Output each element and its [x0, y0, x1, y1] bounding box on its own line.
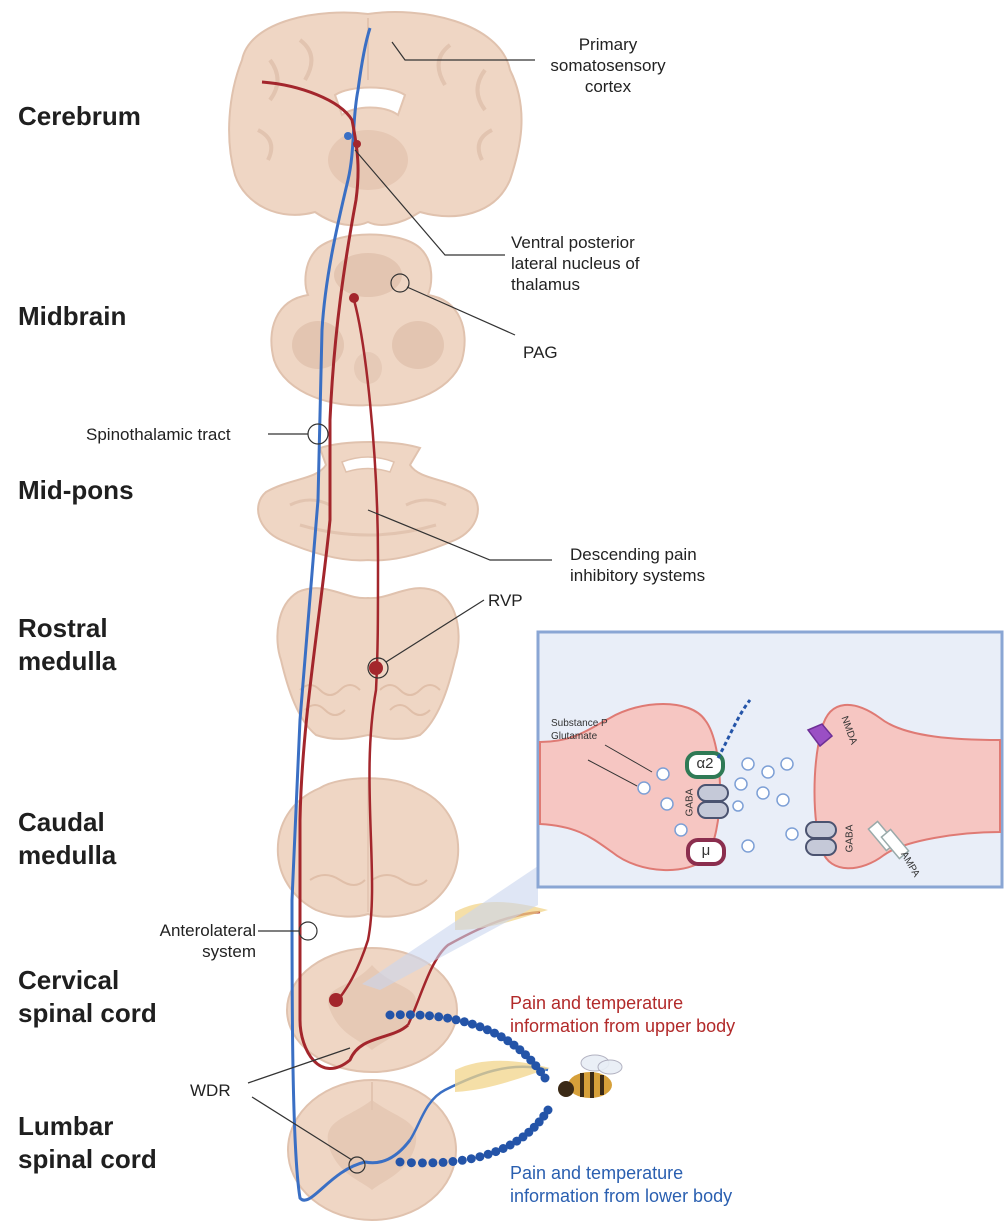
annotation-text: inhibitory systems [570, 565, 770, 586]
venom-bead [544, 1106, 553, 1115]
gaba-pre-label: GABA [683, 789, 696, 817]
annotation-text: Primary [548, 34, 668, 55]
synapse-inset [538, 632, 1002, 887]
ascending-pathway-upper-body [262, 82, 408, 1069]
cerebrum-section [229, 12, 521, 225]
annotation-lower-body: Pain and temperature information from lo… [510, 1162, 790, 1208]
label-cerebrum: Cerebrum [18, 100, 141, 133]
annotation-pag: PAG [523, 342, 558, 363]
venom-bead [443, 1014, 452, 1023]
venom-bead [425, 1011, 434, 1020]
venom-bead [428, 1158, 437, 1167]
venom-bead [416, 1011, 425, 1020]
annotation-text: Ventral posterior [511, 232, 691, 253]
annotation-anterolateral: Anterolateral system [128, 920, 256, 962]
venom-bead [484, 1150, 493, 1159]
annotation-text: information from upper body [510, 1015, 790, 1038]
venom-bead [407, 1158, 416, 1167]
label-lumbar-2: spinal cord [18, 1143, 157, 1176]
annotation-text: Substance P [551, 717, 608, 730]
venom-bead [467, 1154, 476, 1163]
annotation-descending: Descending pain inhibitory systems [570, 544, 770, 586]
venom-bead [396, 1158, 405, 1167]
annotation-rvp: RVP [488, 590, 523, 611]
annotation-wdr: WDR [190, 1080, 231, 1101]
annotation-text: system [128, 941, 256, 962]
alpha2-receptor-label: α2 [687, 755, 723, 772]
label-midbrain: Midbrain [18, 300, 126, 333]
venom-bead [460, 1017, 469, 1026]
label-cervical-1: Cervical [18, 964, 119, 997]
venom-bead [458, 1156, 467, 1165]
venom-bead [434, 1012, 443, 1021]
annotation-text: cortex [548, 76, 668, 97]
label-caudal-1: Caudal [18, 806, 105, 839]
annotation-upper-body: Pain and temperature information from up… [510, 992, 790, 1038]
venom-bead [396, 1010, 405, 1019]
label-caudal-2: medulla [18, 839, 116, 872]
annotation-text: Anterolateral [128, 920, 256, 941]
annotation-text: lateral nucleus of [511, 253, 691, 274]
label-rostral-1: Rostral [18, 612, 108, 645]
label-lumbar-1: Lumbar [18, 1110, 113, 1143]
mid-pons-section [258, 442, 478, 560]
annotation-text: Pain and temperature [510, 992, 790, 1015]
bee-icon [558, 1055, 622, 1098]
annotation-text: Pain and temperature [510, 1162, 790, 1185]
venom-bead [439, 1158, 448, 1167]
label-rostral-2: medulla [18, 645, 116, 678]
annotation-spinothalamic: Spinothalamic tract [86, 424, 231, 445]
mu-receptor-label: μ [688, 842, 724, 859]
synapse-substance-label: Substance P Glutamate [551, 717, 608, 743]
caudal-medulla-section [278, 778, 458, 916]
gaba-post-label: GABA [843, 825, 856, 853]
label-mid-pons: Mid-pons [18, 474, 134, 507]
venom-bead [468, 1020, 477, 1029]
annotation-text: Descending pain [570, 544, 770, 565]
label-cervical-2: spinal cord [18, 997, 157, 1030]
venom-bead [406, 1010, 415, 1019]
venom-bead [448, 1157, 457, 1166]
annotation-primary-cortex: Primary somatosensory cortex [548, 34, 668, 97]
annotation-text: somatosensory [548, 55, 668, 76]
venom-bead [386, 1011, 395, 1020]
venom-bead [452, 1015, 461, 1024]
annotation-text: thalamus [511, 274, 691, 295]
annotation-text: information from lower body [510, 1185, 790, 1208]
annotation-vpl: Ventral posterior lateral nucleus of tha… [511, 232, 691, 295]
venom-bead [475, 1152, 484, 1161]
venom-bead [541, 1074, 550, 1083]
annotation-text: Glutamate [551, 730, 608, 743]
venom-bead [418, 1158, 427, 1167]
